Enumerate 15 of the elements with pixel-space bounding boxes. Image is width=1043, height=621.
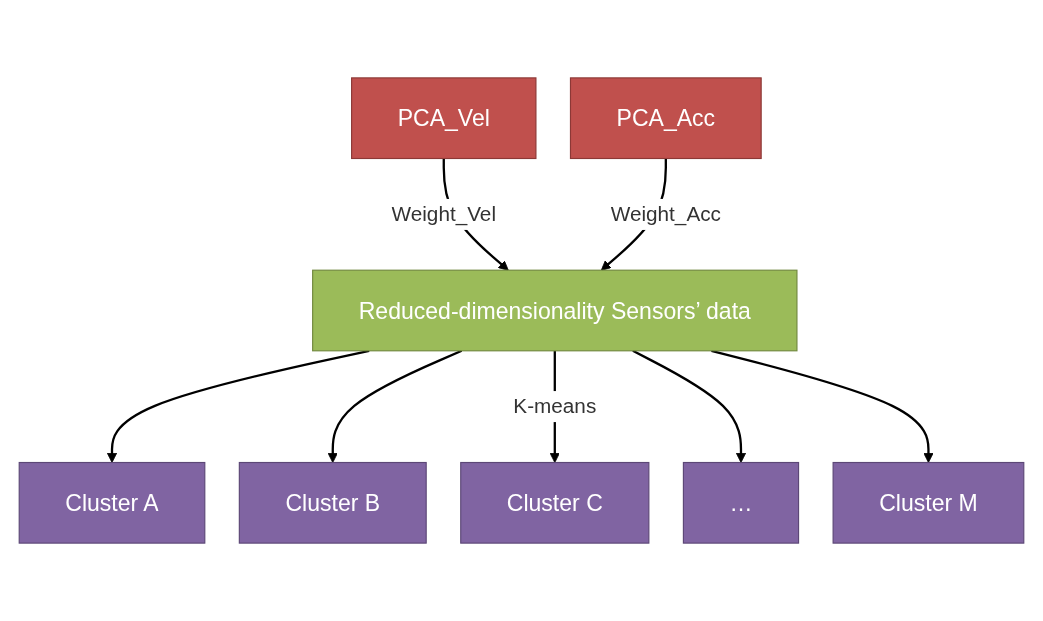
edge-label: Weight_Acc [610, 202, 721, 226]
arrow [632, 349, 747, 463]
node-box: Reduced-dimensionality Sensors’ data [312, 269, 798, 352]
node-box: Cluster A [18, 461, 206, 544]
edge-label: K-means [513, 394, 597, 418]
node-box: PCA_Vel [351, 77, 537, 160]
node-box: … [682, 461, 800, 544]
node-box: Cluster C [460, 461, 650, 544]
node-box: Cluster M [832, 461, 1025, 544]
edge-label: Weight_Vel [391, 202, 497, 226]
arrow [106, 349, 370, 463]
node-box: Cluster B [238, 461, 427, 544]
arrow [327, 349, 463, 463]
node-box: PCA_Acc [569, 77, 762, 160]
arrow [711, 349, 934, 463]
